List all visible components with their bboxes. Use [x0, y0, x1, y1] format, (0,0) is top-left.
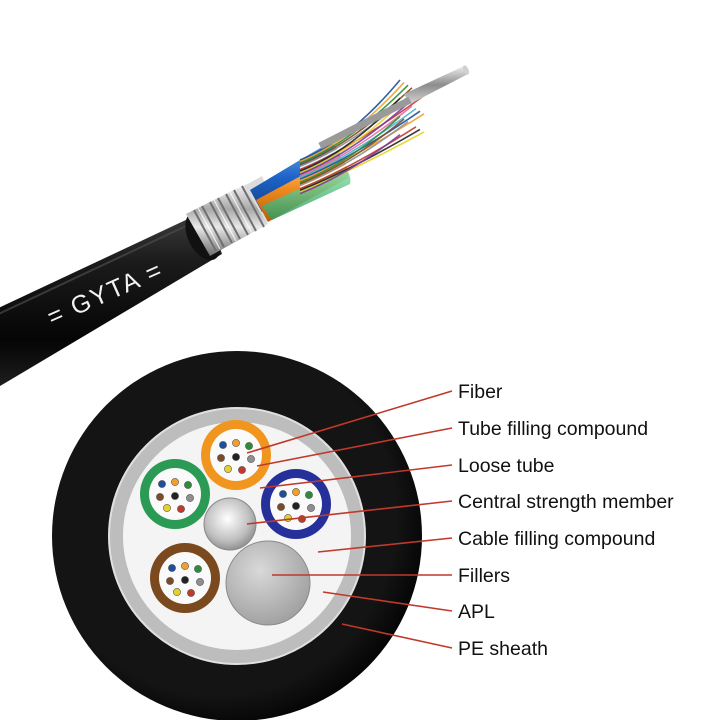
central-strength-member: [203, 497, 257, 551]
fiber-strand: [299, 131, 425, 193]
leader-line: [259, 464, 453, 489]
fiber-dot: [292, 502, 300, 510]
orange-loose-tube-section: [201, 420, 271, 490]
central-strength-rod: [404, 66, 468, 104]
loose-tubes: [140, 420, 331, 613]
fiber-dot: [232, 439, 240, 447]
fiber-dot: [187, 589, 195, 597]
fiber-strand: [299, 126, 417, 190]
fiber-dot: [158, 480, 166, 488]
cable-side-view: = GYTA =: [0, 65, 470, 387]
fiber-dot: [279, 490, 287, 498]
brown-loose-tube-section: [150, 543, 220, 613]
label-fillers: Fillers: [458, 565, 510, 587]
leader-line: [317, 537, 453, 553]
fiber-dot: [184, 481, 192, 489]
corrugated-steel-tape: [186, 184, 268, 256]
fiber-strand: [299, 120, 409, 187]
leader-line: [256, 427, 453, 467]
exposed-fibers: [299, 79, 425, 195]
fiber-dot: [168, 564, 176, 572]
leader-line: [246, 390, 453, 454]
label-central-strength-member: Central strength member: [458, 491, 674, 513]
filler-rod: [225, 540, 311, 626]
fiber-dot: [298, 515, 306, 523]
label-fiber: Fiber: [458, 381, 503, 403]
fiber-dot: [173, 588, 181, 596]
label-pe-sheath: PE sheath: [458, 638, 548, 660]
leader-line: [246, 500, 453, 525]
fiber-strand: [299, 133, 401, 195]
leader-lines: [246, 390, 453, 649]
label-cable-filling-compound: Cable filling compound: [458, 528, 655, 550]
fiber-dot: [166, 577, 174, 585]
cable-jacket: [0, 218, 222, 387]
fiber-dot: [292, 488, 300, 496]
fiber-strand: [299, 107, 417, 179]
fiber-dot: [177, 505, 185, 513]
fiber-dot: [245, 442, 253, 450]
fiber-dot: [196, 578, 204, 586]
fiber-dot: [247, 455, 255, 463]
fiber-dot: [181, 576, 189, 584]
fiber-dot: [186, 494, 194, 502]
fiber-dot: [171, 478, 179, 486]
fiber-strand: [299, 118, 405, 185]
fiber-dot: [307, 504, 315, 512]
fiber-dot: [171, 492, 179, 500]
fiber-strand: [299, 105, 413, 177]
fiber-dot: [181, 562, 189, 570]
fiber-strand: [299, 84, 409, 164]
blue-loose-tube-section: [261, 469, 331, 539]
fiber-dot: [232, 453, 240, 461]
fiber-dot: [224, 465, 232, 473]
fiber-dot: [284, 514, 292, 522]
fiber-dot: [194, 565, 202, 573]
label-tube-filling-compound: Tube filling compound: [458, 418, 648, 440]
fiber-dot: [305, 491, 313, 499]
fiber-dot: [163, 504, 171, 512]
cable-cross-section: [52, 351, 422, 720]
fiber-strand: [299, 123, 413, 188]
fiber-dot: [217, 454, 225, 462]
fiber-strand: [299, 115, 401, 184]
label-apl: APL: [458, 601, 495, 623]
fiber-strand: [299, 102, 409, 176]
fiber-dot: [156, 493, 164, 501]
fiber-dot: [238, 466, 246, 474]
leader-line: [341, 623, 453, 649]
label-loose-tube: Loose tube: [458, 455, 555, 477]
green-loose-tube-section: [140, 459, 210, 529]
fiber-dot: [219, 441, 227, 449]
fiber-dot: [277, 503, 285, 511]
leader-line: [322, 591, 453, 612]
